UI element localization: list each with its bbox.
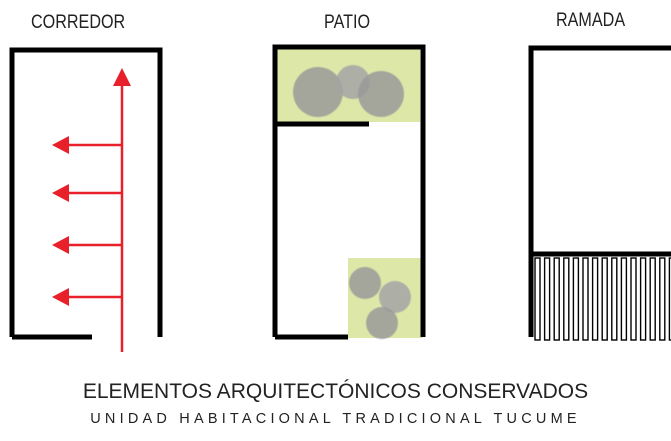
patio-walls [272,44,426,337]
patio-plan [272,44,426,340]
column-post [601,257,608,341]
column-post [668,257,671,341]
column-post [553,257,560,341]
column-post [659,257,666,341]
column-post [534,257,541,341]
corredor-walls [9,47,163,337]
column-post [639,257,647,341]
red-arrow-icon [113,68,131,86]
tree-canopy-icon [349,267,411,339]
label-ramada: RAMADA [556,10,626,31]
column-post [563,257,570,341]
tree-canopy-icon [293,65,404,117]
column-post [611,257,618,341]
red-arrow-icon [52,184,69,202]
column-post-icon [534,257,671,341]
red-arrow-icon [52,136,69,154]
corredor-plan [9,47,163,352]
column-post [543,257,551,341]
column-post [582,257,589,341]
red-arrow-icon [52,288,69,306]
corredor-side-arrows [52,136,122,306]
column-post [649,257,656,341]
column-post [620,257,628,341]
column-post [591,257,599,341]
red-arrow-icon [52,236,69,254]
column-post [630,257,637,341]
column-post [572,257,580,341]
ramada-plan [528,45,671,341]
caption-title: ELEMENTOS ARQUITECTÓNICOS CONSERVADOS [82,380,589,403]
ramada-walls [528,45,671,337]
label-corredor: CORREDOR [31,12,126,33]
caption-subtitle: UNIDAD HABITACIONAL TRADICIONAL TUCUME [90,411,581,427]
label-patio: PATIO [324,12,371,33]
